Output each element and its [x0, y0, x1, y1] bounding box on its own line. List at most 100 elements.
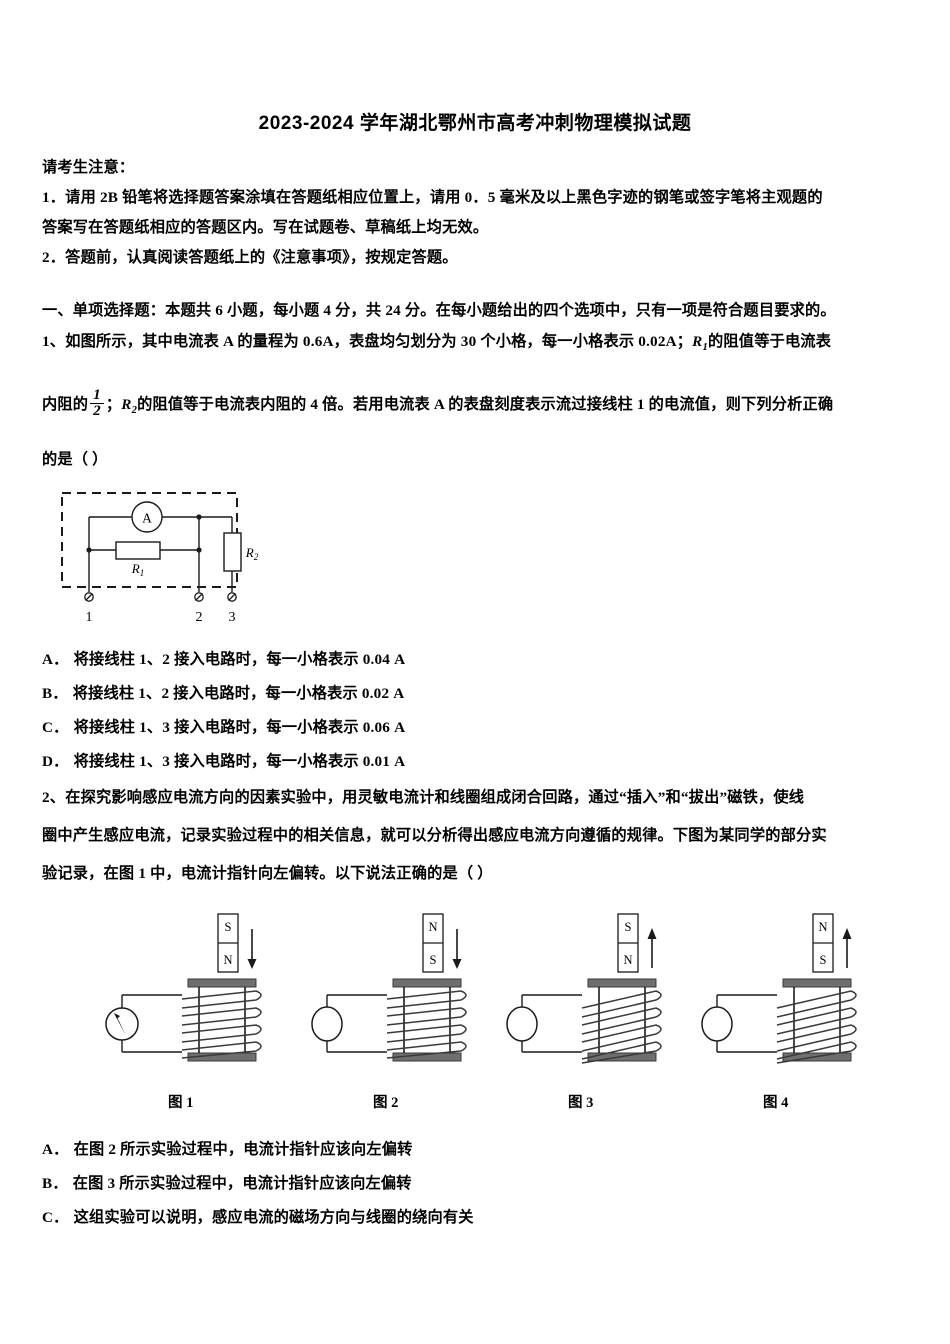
enclosure-dashed-box — [61, 492, 238, 589]
option-1-c: C．将接线柱 1、3 接入电路时，每一小格表示 0.06 A — [42, 711, 908, 745]
caption-figure-1: 图 1 — [168, 1095, 194, 1112]
magnet-top-pole-3: S — [625, 920, 632, 934]
section-heading: 一、单项选择题：本题共 6 小题，每小题 4 分，共 24 分。在每小题给出的四… — [42, 302, 836, 319]
page-title: 2023-2024 学年湖北鄂州市高考冲刺物理模拟试题 — [258, 113, 692, 134]
resistor-r1 — [115, 541, 161, 560]
r1-variable: R1 — [692, 333, 709, 354]
coil-winding-2 — [386, 990, 467, 1059]
option-2-a-text: 在图 2 所示实验过程中，电流计指针应该向左偏转 — [73, 1141, 413, 1159]
notice-line-1b: 答案写在答题纸相应的答题区内。写在试题卷、草稿纸上均无效。 — [42, 219, 489, 236]
question-2-line-2: 圈中产生感应电流，记录实验过程中的相关信息，就可以分析得出感应电流方向遵循的规律… — [42, 827, 827, 845]
notice-line-2: 2．答题前，认真阅读答题纸上的《注意事项》，按规定答题。 — [42, 249, 458, 266]
spacer — [42, 273, 908, 295]
coil-figure-2: N S — [311, 913, 467, 1062]
terminal-label-1: 1 — [86, 610, 93, 625]
question-1-semicolon: ； — [105, 396, 122, 414]
option-2-c: C．这组实验可以说明，感应电流的磁场方向与线圈的绕向有关 — [42, 1201, 908, 1235]
option-1-d-label: D． — [42, 753, 69, 771]
coil-figure-4: N S — [701, 913, 857, 1064]
binding-post-1 — [84, 592, 94, 602]
coil-top-flange-1 — [187, 978, 257, 988]
option-2-b-text: 在图 3 所示实验过程中，电流计指针应该向左偏转 — [72, 1175, 412, 1193]
magnet-bottom-pole-4: S — [820, 953, 827, 967]
option-1-b-text: 将接线柱 1、2 接入电路时，每一小格表示 0.02 A — [72, 685, 405, 703]
magnet-bottom-pole-2: S — [430, 953, 437, 967]
question-1-line-3: 的是（ ） — [42, 451, 108, 469]
coil-winding-1 — [181, 990, 262, 1059]
coil-figures-svg: S N — [105, 913, 857, 1064]
motion-arrow-up-icon-4 — [842, 928, 852, 969]
coil-figures-row: S N — [100, 911, 908, 1091]
junction-dot-top — [196, 514, 202, 520]
coil-winding-4 — [776, 990, 857, 1064]
magnet-bottom-pole-3: N — [623, 953, 632, 967]
coil-figure-3: S N — [506, 913, 662, 1064]
question-1: 1、如图所示，其中电流表 A 的量程为 0.6A，表盘均匀划分为 30 个小格，… — [42, 326, 908, 779]
question-1-text-c: 内阻的 — [42, 396, 89, 414]
motion-arrow-down-icon-2 — [452, 929, 462, 970]
question-2-line-3: 验记录，在图 1 中，电流计指针向左偏转。以下说法正确的是（ ） — [42, 865, 493, 883]
option-1-b-label: B． — [42, 685, 68, 703]
magnet-top-pole-1: S — [225, 920, 232, 934]
terminal-label-2: 2 — [196, 610, 203, 625]
coil-top-flange-3 — [587, 978, 657, 988]
magnet-top-pole-4: N — [818, 920, 827, 934]
coil-figure-1: S N — [105, 913, 262, 1062]
terminal-label-3: 3 — [229, 610, 236, 625]
galvanometer-1 — [105, 1007, 139, 1041]
resistor-r1-label: R1 — [131, 561, 144, 578]
resistor-r2-label: R2 — [245, 545, 259, 562]
junction-dot-left — [86, 547, 92, 553]
binding-post-3 — [227, 592, 237, 602]
magnet-bottom-pole-1: N — [223, 953, 232, 967]
question-2-text-1: 在探究影响感应电流方向的因素实验中，用灵敏电流计和线圈组成闭合回路，通过“插入”… — [65, 789, 805, 807]
option-1-c-label: C． — [42, 719, 69, 737]
option-2-c-text: 这组实验可以说明，感应电流的磁场方向与线圈的绕向有关 — [73, 1209, 474, 1227]
option-2-b: B．在图 3 所示实验过程中，电流计指针应该向左偏转 — [42, 1167, 908, 1201]
option-2-b-label: B． — [42, 1175, 68, 1193]
question-1-text-d: 的阻值等于电流表内阻的 4 倍。若用电流表 A 的表盘刻度表示流过接线柱 1 的… — [137, 396, 834, 414]
magnet-top-pole-2: N — [428, 920, 437, 934]
option-1-b: B．将接线柱 1、2 接入电路时，每一小格表示 0.02 A — [42, 677, 908, 711]
option-1-a-label: A． — [42, 651, 69, 669]
resistor-r2 — [223, 532, 242, 572]
question-1-number: 1、 — [42, 333, 66, 350]
galvanometer-2 — [311, 1006, 343, 1042]
circuit-diagram-svg: A R1 R2 — [61, 492, 259, 625]
option-1-a: A．将接线柱 1、2 接入电路时，每一小格表示 0.04 A — [42, 643, 908, 677]
coil-winding-3 — [581, 990, 662, 1064]
caption-figure-3: 图 3 — [568, 1095, 594, 1112]
option-2-a-label: A． — [42, 1141, 69, 1159]
question-2-line-1: 2、在探究影响感应电流方向的因素实验中，用灵敏电流计和线圈组成闭合回路，通过“插… — [42, 779, 908, 817]
notice-block: 请考生注意： 1．请用 2B 铅笔将选择题答案涂填在答题纸相应位置上，请用 0．… — [42, 153, 908, 273]
ammeter-label: A — [142, 511, 152, 526]
motion-arrow-up-icon-3 — [647, 928, 657, 969]
option-2-a: A．在图 2 所示实验过程中，电流计指针应该向左偏转 — [42, 1133, 908, 1167]
question-1-options: A．将接线柱 1、2 接入电路时，每一小格表示 0.04 A B．将接线柱 1、… — [42, 643, 908, 779]
option-1-c-text: 将接线柱 1、3 接入电路时，每一小格表示 0.06 A — [73, 719, 406, 737]
question-2-options: A．在图 2 所示实验过程中，电流计指针应该向左偏转 B．在图 3 所示实验过程… — [42, 1133, 908, 1235]
notice-heading: 请考生注意： — [42, 159, 135, 176]
question-2-number: 2、 — [42, 789, 66, 807]
motion-arrow-down-icon-1 — [247, 929, 257, 970]
galvanometer-3 — [506, 1006, 538, 1042]
notice-line-1: 1．请用 2B 铅笔将选择题答案涂填在答题纸相应位置上，请用 0．5 毫米及以上… — [42, 189, 823, 206]
coil-figure-captions: 图 1 图 2 图 3 图 4 — [100, 1091, 908, 1117]
option-1-d-text: 将接线柱 1、3 接入电路时，每一小格表示 0.01 A — [73, 753, 406, 771]
question-1-text-a: 如图所示，其中电流表 A 的量程为 0.6A，表盘均匀划分为 30 个小格，每一… — [65, 333, 693, 350]
galvanometer-needle-1 — [114, 1013, 126, 1037]
caption-figure-2: 图 2 — [373, 1095, 399, 1112]
binding-post-2 — [194, 592, 204, 602]
option-1-d: D．将接线柱 1、3 接入电路时，每一小格表示 0.01 A — [42, 745, 908, 779]
question-1-text-b: 的阻值等于电流表 — [708, 333, 832, 350]
option-2-c-label: C． — [42, 1209, 69, 1227]
coil-top-flange-4 — [782, 978, 852, 988]
r2-variable: R2 — [121, 396, 138, 417]
option-1-a-text: 将接线柱 1、2 接入电路时，每一小格表示 0.04 A — [73, 651, 406, 669]
galvanometer-4 — [701, 1006, 733, 1042]
question-1-line-1: 1、如图所示，其中电流表 A 的量程为 0.6A，表盘均匀划分为 30 个小格，… — [42, 326, 908, 363]
caption-figure-4: 图 4 — [763, 1095, 789, 1112]
